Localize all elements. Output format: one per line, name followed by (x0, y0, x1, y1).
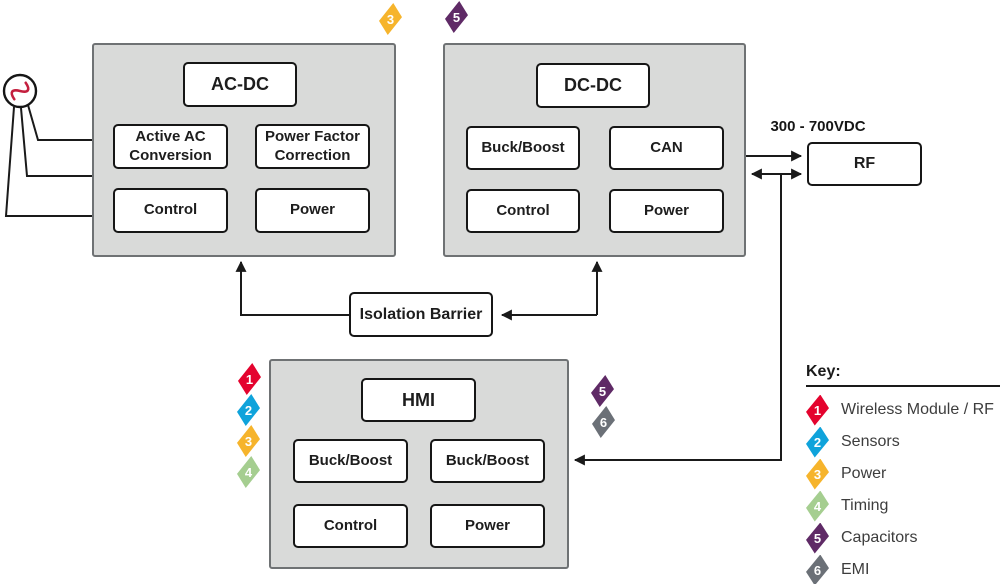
legend-title: Key: (806, 363, 841, 380)
box-hmi-power: Power (430, 504, 545, 548)
box-hmi-buck-boost-2: Buck/Boost (430, 439, 545, 483)
wire-isolation-to-acdc (235, 260, 349, 316)
voltage-label: 300 - 700VDC (770, 118, 866, 135)
box-dcdc-buck-boost: Buck/Boost (466, 126, 580, 170)
box-dcdc-can: CAN (609, 126, 724, 170)
box-isolation-barrier: Isolation Barrier (349, 292, 493, 337)
legend-item-power: 3 Power (806, 458, 1000, 490)
legend-badge-1: 1 (806, 394, 829, 426)
legend-label-6: EMI (841, 561, 870, 578)
legend-item-timing: 4 Timing (806, 490, 1000, 522)
box-acdc-control: Control (113, 188, 228, 233)
legend-label-5: Capacitors (841, 529, 918, 546)
legend-badge-4: 4 (806, 490, 829, 522)
box-hmi-control: Control (293, 504, 408, 548)
badge-acdc-power-3: 3 (379, 3, 402, 35)
box-ac-dc-title: AC-DC (183, 62, 297, 107)
badge-hmi-capacitors-5: 5 (591, 375, 614, 407)
legend-item-wireless: 1 Wireless Module / RF (806, 394, 1000, 426)
badge-hmi-sensors-2: 2 (237, 394, 260, 426)
badge-hmi-wireless-1: 1 (238, 363, 261, 395)
legend-badge-2: 2 (806, 426, 829, 458)
box-acdc-power: Power (255, 188, 370, 233)
legend-item-emi: 6 EMI (806, 554, 1000, 584)
box-dc-dc-title: DC-DC (536, 63, 650, 108)
box-dcdc-control: Control (466, 189, 580, 233)
ac-feed-line-1 (27, 104, 92, 141)
legend-divider (806, 385, 1000, 387)
legend-badge-5: 5 (806, 522, 829, 554)
ac-feed-line-3 (4, 106, 92, 217)
legend-item-sensors: 2 Sensors (806, 426, 1000, 458)
badge-hmi-power-3: 3 (237, 425, 260, 457)
legend-label-4: Timing (841, 497, 889, 514)
legend-label-1: Wireless Module / RF (841, 401, 994, 418)
badge-dcdc-capacitors-5: 5 (445, 1, 468, 33)
legend-item-capacitors: 5 Capacitors (806, 522, 1000, 554)
box-dcdc-power: Power (609, 189, 724, 233)
ac-feed-line-2 (20, 107, 92, 177)
badge-hmi-emi-6: 6 (592, 406, 615, 438)
box-hmi-title: HMI (361, 378, 476, 422)
badge-hmi-timing-4: 4 (237, 456, 260, 488)
box-power-factor-correction: Power Factor Correction (255, 124, 370, 169)
legend: Key: 1 Wireless Module / RF 2 Sensors 3 … (806, 363, 1000, 584)
legend-badge-6: 6 (806, 554, 829, 584)
box-rf: RF (807, 142, 922, 186)
ac-source-icon (2, 73, 38, 109)
legend-badge-3: 3 (806, 458, 829, 490)
legend-label-2: Sensors (841, 433, 900, 450)
legend-label-3: Power (841, 465, 887, 482)
box-hmi-buck-boost-1: Buck/Boost (293, 439, 408, 483)
box-active-ac-conversion: Active AC Conversion (113, 124, 228, 169)
sine-wave-glyph (10, 81, 30, 101)
